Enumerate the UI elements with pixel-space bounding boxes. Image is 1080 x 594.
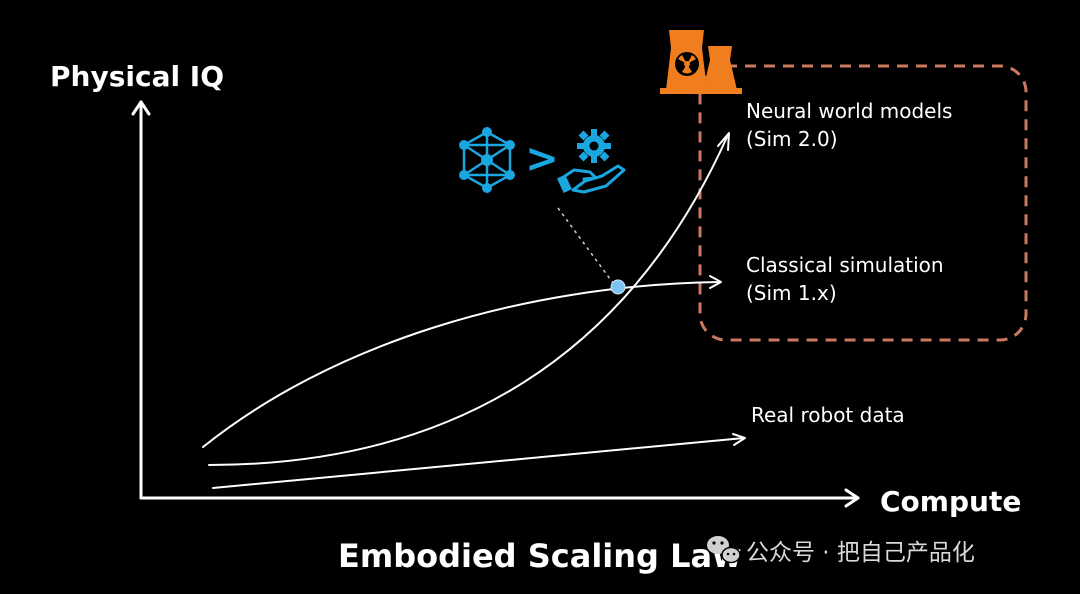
series-sublabel-neural-world-models: (Sim 2.0) — [746, 127, 838, 151]
hand-gear-icon — [556, 129, 626, 194]
series-label-classical-simulation: Classical simulation — [746, 253, 944, 277]
series-label-neural-world-models: Neural world models — [746, 99, 952, 123]
series-arrowhead-classical-simulation — [709, 275, 722, 289]
y-axis-label: Physical IQ — [50, 60, 224, 93]
series-line-neural-world-models — [208, 136, 728, 466]
y-axis-arrowhead — [131, 100, 151, 116]
series-line-real-robot-data — [212, 437, 745, 489]
x-axis-label: Compute — [880, 485, 1021, 518]
neural-network-icon — [459, 127, 515, 193]
axes — [131, 100, 860, 508]
callout-box — [698, 64, 1028, 342]
series-sublabel-classical-simulation: (Sim 1.x) — [746, 281, 837, 305]
series-line-classical-simulation — [202, 281, 721, 448]
wechat-icon — [707, 536, 741, 564]
series-label-real-robot-data: Real robot data — [751, 403, 905, 427]
x-axis-arrowhead — [844, 488, 860, 508]
nuclear-plant-icon — [660, 30, 742, 94]
chart-title: Embodied Scaling Law — [338, 537, 742, 575]
comparison-symbol: > — [525, 136, 559, 182]
series-arrowhead-real-robot-data — [732, 433, 746, 446]
watermark-text: 公众号 · 把自己产品化 — [746, 540, 975, 566]
intersection-point — [610, 279, 626, 295]
series-arrowhead-neural-world-models — [717, 132, 730, 151]
connector-dotted-line — [557, 207, 614, 284]
